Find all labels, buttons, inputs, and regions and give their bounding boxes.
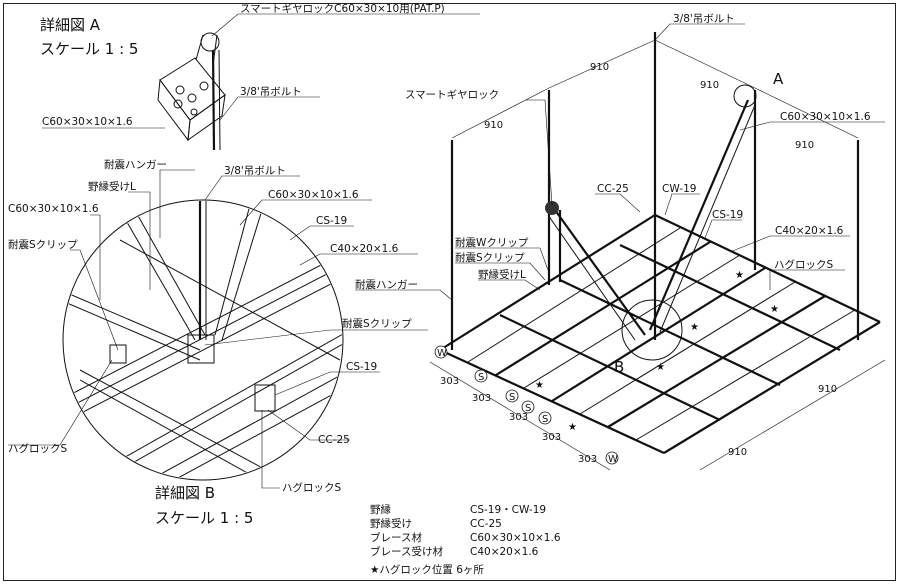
clip-marker-5: S [542, 414, 548, 425]
label-hanging-bolt-main: 3/8'吊ボルト [673, 13, 735, 25]
dim-spacing-4: 303 [542, 432, 561, 443]
dim-right-a: 910 [818, 384, 837, 395]
legend: 野縁 CS-19・CW-19 野縁受け CC-25 ブレース材 C60×30×1… [370, 503, 561, 576]
clip-marker-2: S [478, 372, 484, 383]
detail-b-title: 詳細図 B [155, 484, 215, 502]
label-seismic-w-clip-main: 耐震Wクリップ [455, 236, 529, 249]
label-hanging-bolt-b: 3/8'吊ボルト [224, 165, 286, 177]
svg-text:★: ★ [656, 362, 665, 373]
legend-item-2: 野縁受け [370, 517, 412, 530]
label-smart-gear-lock-main: スマートギヤロック [405, 89, 499, 101]
label-seismic-hanger-b: 耐震ハンガー [104, 158, 167, 171]
svg-text:★: ★ [568, 422, 577, 433]
label-cw19-main: CW-19 [662, 183, 696, 195]
label-hanging-bolt-a: 3/8'吊ボルト [240, 86, 302, 98]
legend-spec-3: C60×30×10×1.6 [470, 532, 561, 544]
dim-spacing-1: 303 [440, 376, 459, 387]
drawing-frame [3, 3, 896, 581]
legend-spec-1: CS-19・CW-19 [470, 504, 546, 516]
detail-a-marker-circle [733, 84, 757, 108]
main-isometric-view: A B 910 910 910 910 910 910 303 303 303 … [355, 13, 886, 471]
clip-marker-3: S [509, 392, 515, 403]
label-hug-lock-left-b: ハグロックS [8, 442, 67, 455]
detail-b-marker: B [614, 358, 624, 376]
legend-item-4: ブレース受け材 [370, 545, 443, 558]
label-hug-lock-main: ハグロックS [774, 258, 833, 271]
label-smart-gear-lock-a: スマートギヤロックC60×30×10用(PAT.P) [240, 3, 445, 15]
label-hug-lock-bottom-b: ハグロックS [282, 481, 341, 494]
dim-top-right: 910 [795, 140, 814, 151]
label-seismic-s-clip-right-b: 耐震Sクリップ [342, 317, 412, 330]
svg-text:★: ★ [535, 380, 544, 391]
label-seismic-s-clip-main: 耐震Sクリップ [455, 251, 525, 264]
dim-spacing-3: 303 [509, 412, 528, 423]
label-cs19-main: CS-19 [712, 209, 743, 221]
dim-left: 910 [484, 120, 503, 131]
label-c40-b: C40×20×1.6 [330, 243, 399, 255]
label-cs19-b: CS-19 [316, 215, 347, 227]
label-seismic-s-clip-left-b: 耐震Sクリップ [8, 238, 78, 251]
detail-a: 詳細図 A スケール 1 : 5 スマートギヤロックC60×30×10用(PAT… [40, 3, 480, 151]
label-c60-right-b: C60×30×10×1.6 [268, 189, 359, 201]
label-nobuchi-uke-l-main: 野縁受けL [478, 268, 526, 281]
dim-spacing-2: 303 [472, 393, 491, 404]
label-c60-left-b: C60×30×10×1.6 [8, 203, 99, 215]
legend-note: ★ハグロック位置 6ヶ所 [370, 563, 484, 576]
label-c40-main: C40×20×1.6 [775, 225, 844, 237]
dim-top-left: 910 [590, 62, 609, 73]
svg-text:★: ★ [735, 270, 744, 281]
detail-b: 詳細図 B スケール 1 : 5 耐震ハンガー 3/8'吊ボルト 野縁受けL C… [8, 158, 428, 527]
label-cc25-main: CC-25 [597, 183, 629, 195]
detail-b-marker-circle [621, 299, 683, 361]
label-nobuchi-uke-l-b: 野縁受けL [88, 180, 136, 193]
label-seismic-hanger-main: 耐震ハンガー [355, 278, 418, 291]
legend-item-3: ブレース材 [370, 531, 422, 544]
dim-spacing-5: 303 [578, 454, 597, 465]
label-cs19-lower-b: CS-19 [346, 361, 377, 373]
smart-gear-lock-drawing [157, 32, 226, 151]
clip-marker-6: W [608, 454, 618, 465]
label-cc25-b: CC-25 [318, 434, 350, 446]
detail-b-scale: スケール 1 : 5 [155, 509, 253, 527]
detail-a-marker: A [773, 70, 784, 88]
legend-spec-4: C40×20×1.6 [470, 546, 539, 558]
svg-text:★: ★ [770, 304, 779, 315]
clip-marker-4: S [525, 403, 531, 414]
legend-item-1: 野縁 [370, 503, 391, 516]
dim-top-mid: 910 [700, 80, 719, 91]
svg-text:★: ★ [690, 322, 699, 333]
detail-b-section [64, 201, 342, 479]
detail-a-title: 詳細図 A [40, 16, 101, 34]
legend-spec-2: CC-25 [470, 518, 502, 530]
detail-a-scale: スケール 1 : 5 [40, 40, 138, 58]
label-brace-channel-a: C60×30×10×1.6 [42, 116, 133, 128]
label-c60-main: C60×30×10×1.6 [780, 111, 871, 123]
clip-marker-1: W [437, 348, 447, 359]
detail-b-circle [62, 199, 344, 481]
dim-right-b: 910 [728, 447, 747, 458]
